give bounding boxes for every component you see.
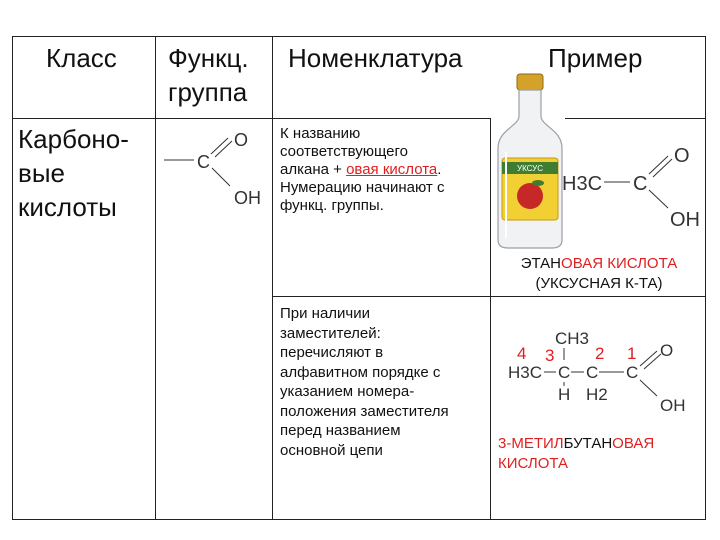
class-line: вые	[18, 158, 65, 188]
rule-line: При наличии	[280, 305, 370, 322]
example-1-name: ЭТАНОВАЯ КИСЛОТА (УКСУСНАЯ К-ТА)	[492, 254, 706, 294]
rule-text: .	[437, 161, 442, 178]
row-divider	[272, 296, 706, 297]
single-bond-line	[639, 379, 658, 397]
trivial-name: (УКСУСНАЯ К-ТА)	[535, 275, 663, 292]
methylbutanoic-acid-structure: 4 3 2 1 CH3 H3C C C C H H2 O OH	[508, 329, 686, 415]
name-root: БУТАН	[563, 435, 613, 452]
label-band	[502, 162, 558, 174]
label-leaf-icon	[532, 180, 544, 186]
hydroxyl-group: OH	[660, 396, 686, 415]
label-fruit-icon	[517, 183, 543, 209]
oxygen-atom: O	[674, 145, 690, 167]
class-line: Карбоно-	[18, 124, 129, 154]
double-bond-line	[652, 158, 673, 178]
position-number: 3	[545, 346, 554, 365]
bottle-cap	[516, 73, 544, 91]
functional-group-structure: C O OH	[164, 130, 261, 208]
carbon-atom: C	[633, 173, 647, 195]
example-2-name: 3-МЕТИЛБУТАНОВАЯ КИСЛОТА	[498, 434, 654, 474]
rule-line: Нумерацию начинают с	[280, 179, 445, 196]
hydroxyl-group: OH	[670, 209, 700, 230]
vinegar-bottle-image: УКСУС	[497, 73, 563, 249]
rule-line: соответствующего	[280, 143, 408, 160]
methyl-substituent: CH3	[555, 329, 589, 348]
hydrogen-atom: H	[558, 385, 570, 404]
rule-line: указанием номера-	[280, 383, 415, 400]
header-func-group-1: Функц.	[168, 43, 249, 73]
carbon-atom: C	[586, 363, 598, 382]
name-suffix: ОВАЯ	[612, 435, 655, 452]
oxygen-atom: O	[660, 341, 673, 360]
header-func-group-2: группа	[168, 77, 248, 107]
iupac-name: ЭТАНОВАЯ КИСЛОТА	[492, 254, 706, 274]
rule-line: К названию	[280, 125, 361, 142]
column-divider	[155, 36, 156, 520]
bottle-label-text: УКСУС	[517, 164, 543, 173]
carbon-atom: C	[626, 363, 638, 382]
header-example: Пример	[548, 43, 643, 73]
rule-text: алкана +	[280, 161, 347, 178]
position-number: 2	[595, 344, 604, 363]
double-bond-line	[214, 140, 233, 158]
rule-line: алфавитном порядке с	[280, 363, 441, 381]
header-nomenclature: Номенклатура	[288, 43, 463, 73]
header-class: Класс	[46, 43, 117, 73]
iupac-name-line: КИСЛОТА	[498, 455, 569, 472]
rule-line: основной цепи	[280, 441, 383, 459]
suffix-highlight: овая кислота	[346, 161, 438, 178]
double-bond-line	[643, 353, 662, 370]
position-number: 4	[517, 344, 526, 363]
position-number: 1	[627, 344, 636, 363]
nomenclature-rule-1: К названию соответствующего алкана + ова…	[280, 125, 444, 215]
class-name: Карбоно- вые кислоты	[18, 122, 129, 224]
rule-line: заместителей:	[280, 324, 381, 342]
header-divider	[565, 118, 706, 119]
rule-line: перечисляют в	[280, 344, 384, 361]
oxygen-atom: O	[234, 130, 248, 150]
ethanoic-acid-structure: H3C C O OH	[562, 145, 700, 230]
rule-line: функц. группы.	[280, 197, 384, 214]
carbon-atom: C	[558, 363, 570, 382]
name-substituent: 3-МЕТИЛ	[498, 435, 564, 452]
class-line: кислоты	[18, 192, 117, 222]
double-bond-line	[639, 350, 658, 367]
iupac-name-line: 3-МЕТИЛБУТАНОВАЯ	[498, 434, 654, 454]
methyl-group: H3C	[562, 173, 602, 195]
carbon-atom: C	[197, 152, 210, 172]
methylene-hydrogens: H2	[586, 385, 608, 404]
methyl-group: H3C	[508, 363, 542, 382]
rule-line: положения заместителя	[280, 402, 449, 420]
name-root: ЭТАН	[520, 255, 562, 272]
rule-line: алкана + овая кислота.	[280, 161, 444, 179]
double-bond-line	[648, 155, 669, 175]
nomenclature-rule-2: При наличии заместителей: перечисляют в …	[280, 304, 449, 460]
single-bond-line	[211, 167, 231, 187]
rule-line: перед названием	[280, 422, 401, 439]
hydroxyl-group: OH	[234, 188, 261, 208]
column-divider	[490, 118, 491, 520]
table-frame	[12, 36, 706, 520]
double-bond-line	[210, 137, 229, 155]
header-divider	[12, 118, 490, 119]
name-suffix: ОВАЯ КИСЛОТА	[561, 255, 678, 272]
single-bond-line	[648, 189, 669, 209]
column-divider	[272, 36, 273, 520]
